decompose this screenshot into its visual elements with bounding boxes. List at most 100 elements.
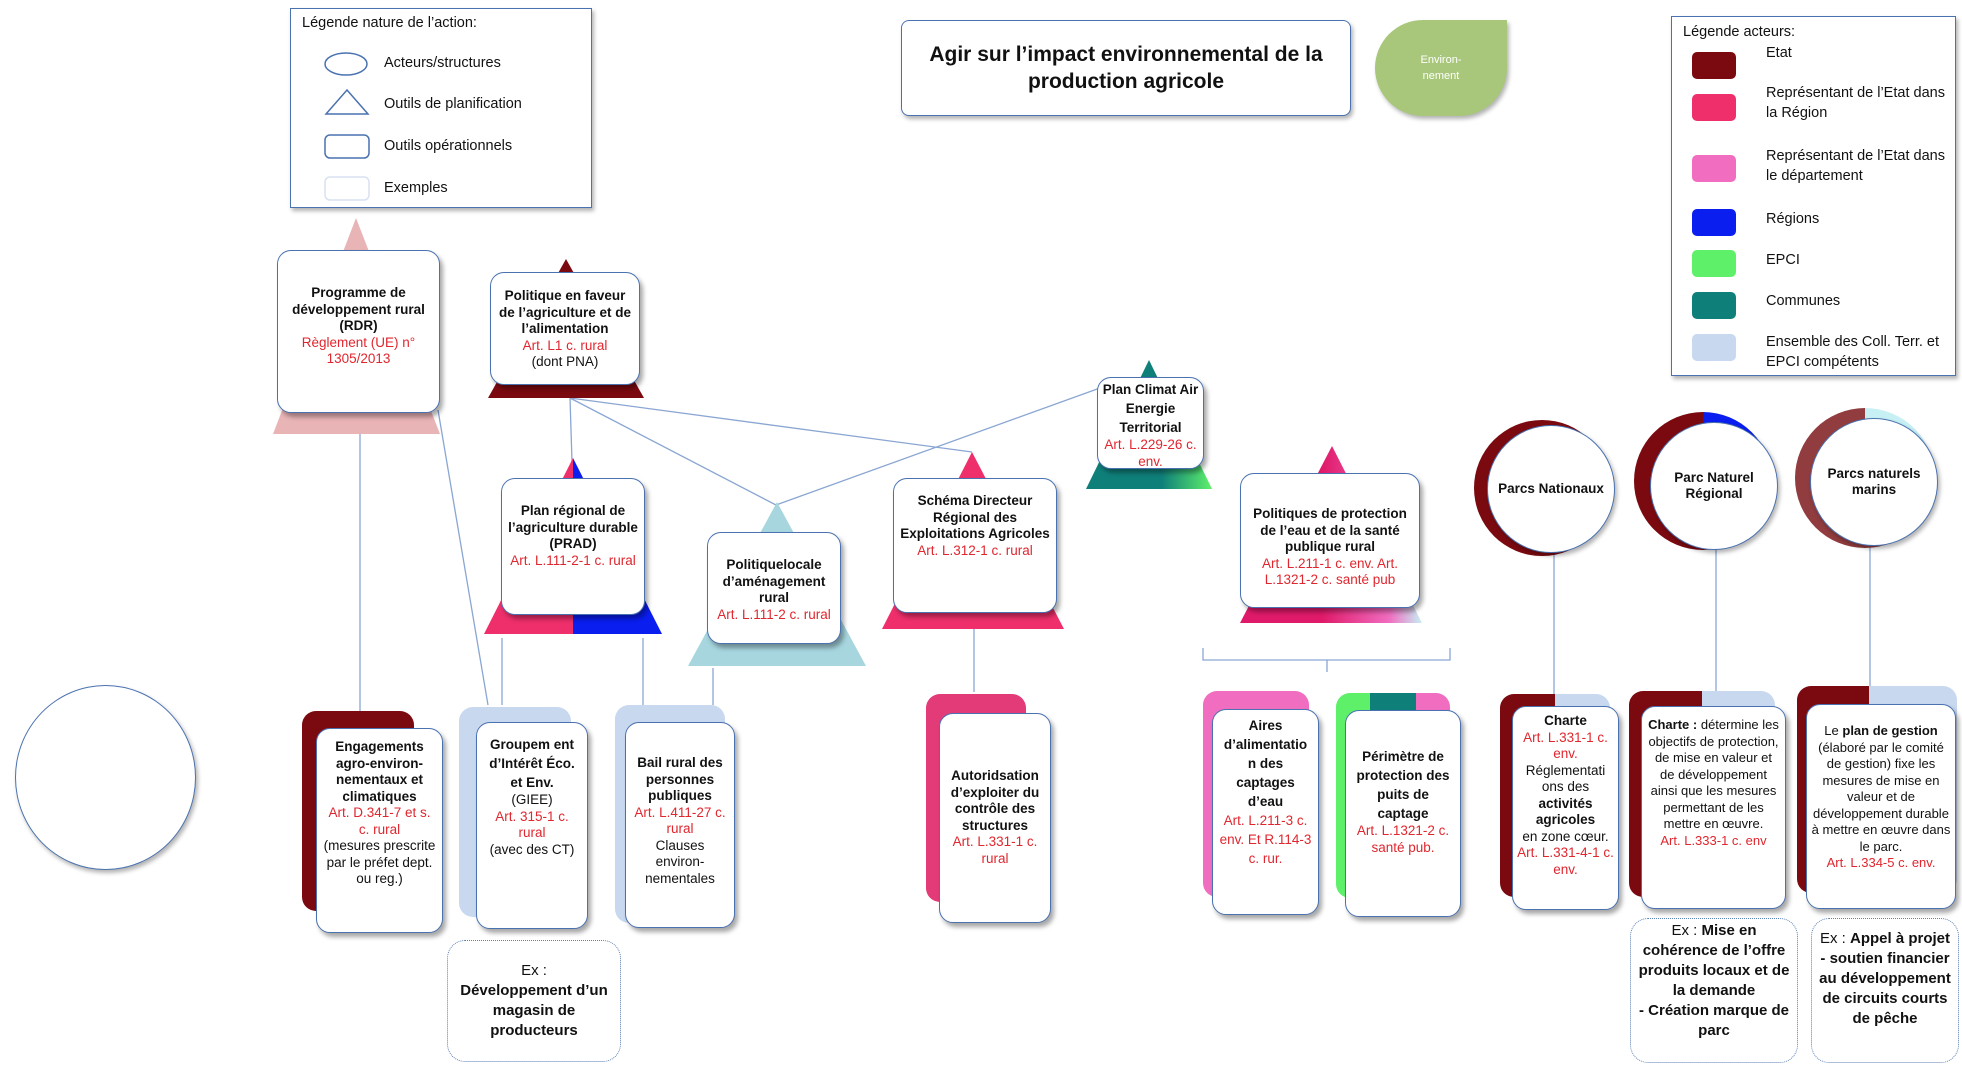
giee-title: Groupem ent d’Intérêt Éco. et Env. — [489, 737, 575, 790]
eau-ref: Art. L.211-1 c. env. Art. L.1321-2 c. sa… — [1261, 555, 1399, 588]
swatch-regions — [1692, 209, 1736, 236]
legend-actors: Légende acteurs: Etat Représentant de l’… — [1671, 16, 1956, 376]
bail-card[interactable]: Bail rural des personnes publiques Art. … — [625, 722, 735, 928]
legend-action-item-2: Outils opérationnels — [384, 138, 513, 154]
legend-actor-label: Etat — [1766, 45, 1792, 61]
maec-title: Engagements agro-environ-nementaux et cl… — [335, 739, 424, 804]
page-title: Agir sur l’impact environnemental de la … — [929, 43, 1323, 93]
sdrea-ref: Art. L.312-1 c. rural — [917, 542, 1033, 558]
maec-ref: Art. D.341-7 et s. c. rural — [328, 805, 431, 837]
legend-action-item-0: Acteurs/structures — [384, 55, 501, 71]
politique-agri-card[interactable]: Politique en faveur de l’agriculture et … — [490, 272, 640, 385]
charte-pn-bold: activités agricoles — [1535, 795, 1596, 828]
swatch-prefet-dept — [1692, 155, 1736, 182]
politique-locale-title: Politiquelocale d’aménagement rural — [722, 557, 826, 605]
swatch-prefet-region — [1692, 94, 1736, 121]
charte-pnr-ref: Art. L.333-1 c. env — [1660, 832, 1767, 848]
charte-pnr-text: détermine les objectifs de protection, d… — [1648, 717, 1779, 831]
pcaet-ref: Art. L.229-26 c. env. — [1104, 437, 1197, 469]
swatch-epci — [1692, 250, 1736, 277]
charte-pn-text2: en zone cœur. — [1522, 828, 1609, 844]
legend-actor-label: Ensemble des Coll. Terr. et EPCI compéte… — [1766, 334, 1940, 370]
eau-card[interactable]: Politiques de protection de l’eau et de … — [1240, 473, 1420, 608]
charte-pnr-card[interactable]: Charte : détermine les objectifs de prot… — [1641, 706, 1786, 909]
charte-pn-ref1: Art. L.331-1 c. env. — [1523, 729, 1608, 762]
plan-gestion-card[interactable]: Le plan de gestion (élaboré par le comit… — [1806, 704, 1956, 909]
giee-card[interactable]: Groupem ent d’Intérêt Éco. et Env. (GIEE… — [476, 722, 588, 929]
pn-label: Parcs Nationaux — [1498, 481, 1604, 496]
pn-circle[interactable]: Parcs Nationaux — [1487, 425, 1615, 553]
legend-action-item-3: Exemples — [384, 180, 448, 196]
pnm-label: Parcs naturels marins — [1827, 466, 1921, 497]
example-giee-prefix: Ex : — [521, 962, 547, 979]
charte-pnr-title: Charte : — [1648, 717, 1698, 732]
plan-gestion-text2: (élaboré par le comité de gestion) fixe … — [1811, 739, 1951, 854]
perimetre-card[interactable]: Périmètre de protection des puits de cap… — [1345, 710, 1461, 917]
swatch-communes — [1692, 292, 1736, 319]
charte-pn-text1: Réglementati ons des — [1525, 762, 1606, 795]
prad-card[interactable]: Plan régional de l’agriculture durable (… — [501, 478, 645, 615]
autorisation-card[interactable]: Autoridsation d’exploiter du contrôle de… — [939, 713, 1051, 923]
example-pnr-text1: Mise en cohérence de l’offre produits lo… — [1638, 922, 1790, 999]
rdr-title: Programme de développement rural (RDR) — [292, 285, 425, 333]
perimetre-ref: Art. L.1321-2 c. santé pub. — [1356, 823, 1450, 855]
example-pnr-prefix: Ex : — [1671, 922, 1698, 939]
bail-ref: Art. L.411-27 c. rural — [634, 804, 726, 837]
giee-note2: (avec des CT) — [489, 841, 575, 857]
politique-agri-note: (dont PNA) — [531, 354, 599, 369]
legend-actors-heading: Légende acteurs: — [1683, 24, 1796, 40]
legend-ellipse-icon — [324, 52, 368, 76]
rdr-card[interactable]: Programme de développement rural (RDR) R… — [277, 250, 440, 413]
prad-ref: Art. L.111-2-1 c. rural — [510, 552, 636, 568]
perimetre-title: Périmètre de protection des puits de cap… — [1356, 749, 1450, 821]
example-pnm-text: Appel à projet - soutien financier au dé… — [1819, 930, 1951, 1027]
aires-card[interactable]: Aires d’alimentatio n des captages d’eau… — [1212, 709, 1319, 915]
pcaet-title: Plan Climat Air Energie Territorial — [1102, 382, 1199, 435]
example-giee: Ex : Développement d’un magasin de produ… — [447, 940, 621, 1062]
plan-gestion-text1: Le — [1824, 723, 1839, 738]
pcaet-card[interactable]: Plan Climat Air Energie Territorial Art.… — [1097, 377, 1204, 469]
autorisation-ref: Art. L.331-1 c. rural — [952, 834, 1038, 866]
empty-actor-circle — [15, 685, 196, 870]
rdr-ref: Règlement (UE) n° 1305/2013 — [301, 334, 416, 367]
prad-title: Plan régional de l’agriculture durable (… — [508, 503, 638, 551]
politique-agri-title: Politique en faveur de l’agriculture et … — [498, 288, 632, 336]
politique-agri-ref: Art. L1 c. rural — [522, 337, 608, 353]
aires-ref: Art. L.211-3 c. env. Et R.114-3 c. rur. — [1219, 813, 1312, 866]
example-pnr: Ex : Mise en cohérence de l’offre produi… — [1630, 918, 1798, 1063]
legend-triangle-icon — [324, 88, 370, 115]
charte-pn-ref2: Art. L.331-4-1 c. env. — [1517, 845, 1614, 877]
plan-gestion-bold: plan de gestion — [1842, 723, 1938, 738]
politique-locale-ref: Art. L.111-2 c. rural — [717, 606, 831, 622]
legend-actor-label: EPCI — [1766, 252, 1800, 268]
example-giee-text: Développement d’un magasin de producteur… — [460, 982, 608, 1039]
giee-ref: Art. 315-1 c. rural — [495, 808, 569, 841]
swatch-etat — [1692, 52, 1736, 79]
pnm-circle[interactable]: Parcs naturels marins — [1810, 418, 1938, 546]
sdrea-title: Schéma Directeur Régional des Exploitati… — [900, 493, 1050, 541]
pnr-label: Parc Naturel Régional — [1674, 470, 1754, 501]
charte-pn-card[interactable]: Charte Art. L.331-1 c. env. Réglementati… — [1512, 706, 1619, 910]
legend-action-item-1: Outils de planification — [384, 96, 522, 112]
theme-badge: Environ- nement — [1375, 20, 1507, 116]
legend-action: Légende nature de l’action: Acteurs/stru… — [290, 8, 592, 208]
politique-locale-card[interactable]: Politiquelocale d’aménagement rural Art.… — [707, 532, 841, 644]
pnr-circle[interactable]: Parc Naturel Régional — [1650, 422, 1778, 550]
giee-note1: (GIEE) — [511, 792, 553, 807]
legend-rect-icon — [324, 134, 370, 159]
autorisation-title: Autoridsation d’exploiter du contrôle de… — [950, 768, 1040, 833]
page-title-box: Agir sur l’impact environnemental de la … — [901, 20, 1351, 116]
sdrea-card[interactable]: Schéma Directeur Régional des Exploitati… — [893, 478, 1057, 613]
example-pnm: Ex : Appel à projet - soutien financier … — [1811, 918, 1959, 1063]
maec-note: (mesures prescrite par le préfet dept. o… — [323, 838, 436, 886]
legend-example-icon — [324, 176, 370, 201]
maec-card[interactable]: Engagements agro-environ-nementaux et cl… — [316, 728, 443, 933]
bail-title: Bail rural des personnes publiques — [637, 755, 723, 803]
plan-gestion-ref: Art. L.334-5 c. env. — [1826, 855, 1936, 870]
eau-title: Politiques de protection de l’eau et de … — [1253, 506, 1407, 554]
aires-title: Aires d’alimentatio n des captages d’eau — [1223, 718, 1308, 809]
bail-note: Clauses environ-nementales — [645, 837, 715, 886]
legend-actor-label: Représentant de l’Etat dans le départeme… — [1766, 148, 1945, 184]
legend-actor-label: Régions — [1766, 211, 1820, 227]
